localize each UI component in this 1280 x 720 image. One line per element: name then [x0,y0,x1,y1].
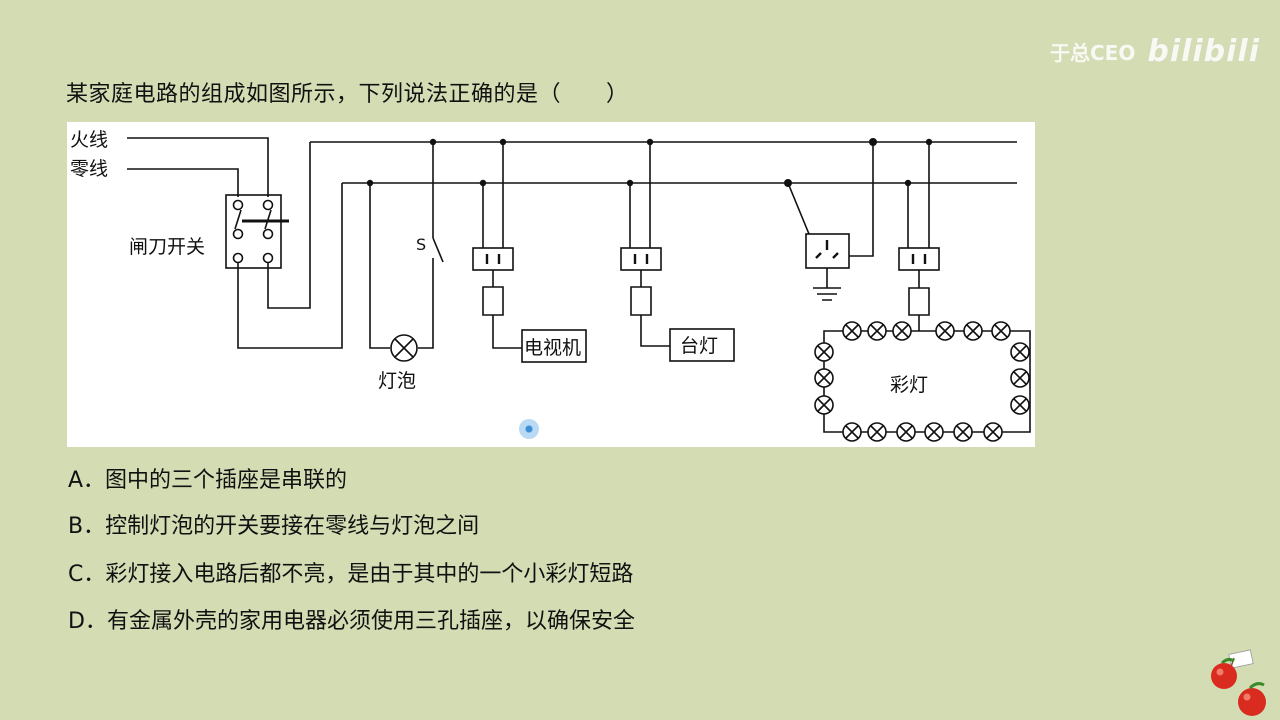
desk-lamp-label: 台灯 [680,335,719,357]
knife-switch-label: 闸刀开关 [129,236,206,258]
mini-lamp [983,422,1003,442]
switch-neutral-out [237,183,343,349]
mini-lamp [1010,342,1030,362]
neutral-wire-label: 零线 [70,158,109,180]
tv-socket-wires [482,142,504,248]
option-d[interactable]: D．有金属外壳的家用电器必须使用三孔插座，以确保安全 [68,609,635,634]
lights-socket-wires [907,142,930,248]
uploader-name: 于总CEO [1050,41,1136,65]
mini-lamp [963,321,983,341]
mini-lamp [867,422,887,442]
circuit-drawing [127,137,1031,442]
option-b[interactable]: B．控制灯泡的开关要接在零线与灯泡之间 [68,514,480,539]
tv-plug [482,270,522,349]
cursor-pointer [519,419,539,439]
ground-symbol [813,268,841,301]
junction-dots [366,138,933,187]
option-c[interactable]: C．彩灯接入电路后都不亮，是由于其中的一个小彩灯短路 [68,562,634,587]
tv-socket [472,247,514,271]
lamp-socket [620,247,662,271]
mini-lamp [935,321,955,341]
switch-s-wire [418,258,434,349]
switch-s-label: S [416,235,427,254]
neutral-wire-line [127,168,239,197]
lamp-box [669,328,735,362]
bulb-neutral-wire [369,183,390,349]
mini-lamp [924,422,944,442]
bulb-symbol [390,334,418,362]
circuit-diagram: 火线 零线 闸刀开关 S 灯泡 电视机 台灯 彩灯 [67,122,1035,447]
bulb-label: 灯泡 [378,370,417,392]
mini-lamp [1010,395,1030,415]
tv-label: 电视机 [524,337,582,359]
mini-lamp [842,422,862,442]
mini-lamps [814,321,1030,442]
bilibili-logo: bilibili [1147,34,1260,69]
option-a[interactable]: A．图中的三个插座是串联的 [68,468,348,493]
mini-lamp [814,368,834,388]
mini-lamp [892,321,912,341]
knife-switch-symbol [225,194,289,269]
mini-lamp [842,321,862,341]
live-wire-line [127,137,269,197]
lights-socket [898,247,940,271]
mini-lamp [814,395,834,415]
mini-lamp [867,321,887,341]
mini-lamp [991,321,1011,341]
question-text: 某家庭电路的组成如图所示，下列说法正确的是（ ） [66,82,629,107]
tv-box [521,329,587,363]
lamp-socket-wires [629,142,651,248]
mini-lamp [896,422,916,442]
switch-live-out [267,142,311,309]
mini-lamp [1010,368,1030,388]
mini-lamp [814,342,834,362]
string-lights-label: 彩灯 [890,374,929,396]
apple-decoration-icon [1211,649,1266,716]
three-hole-wires [787,142,874,257]
switch-s-blade [432,237,444,263]
mini-lamp [953,422,973,442]
lamp-plug [630,270,670,347]
live-wire-label: 火线 [70,129,109,151]
watermark: 于总CEO bilibili [1050,34,1260,69]
lights-plug [908,270,930,331]
three-hole-socket [805,233,850,269]
